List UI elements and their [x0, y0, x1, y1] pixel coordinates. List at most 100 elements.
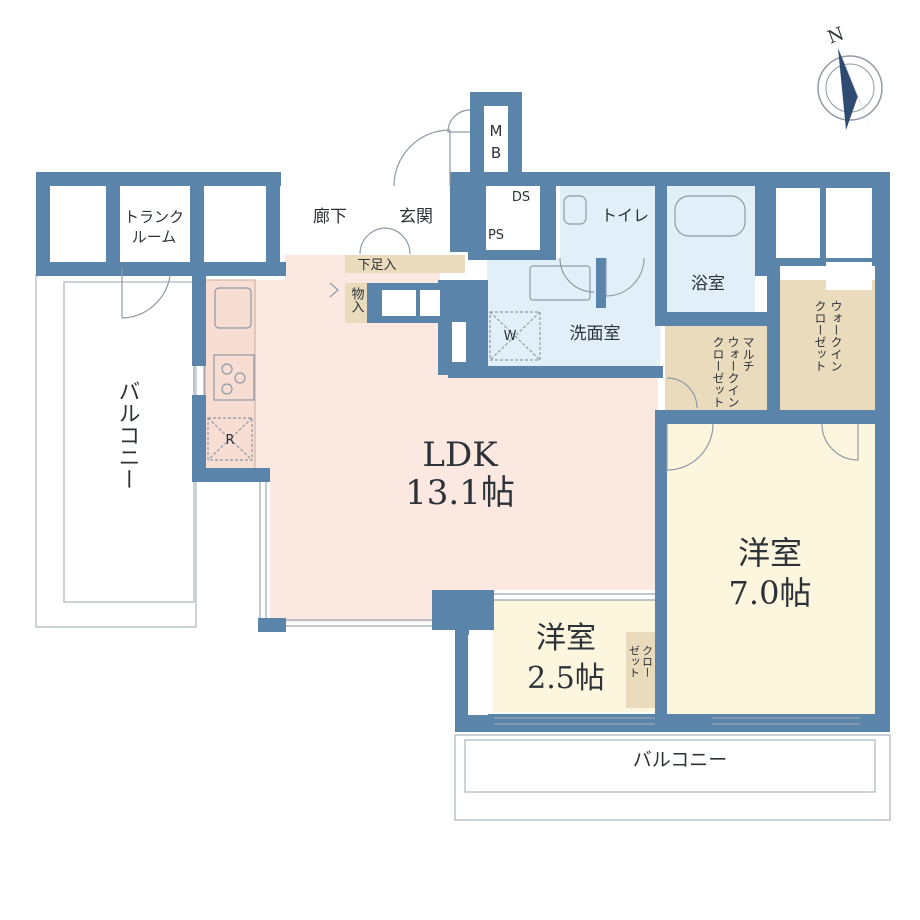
burner-3-icon	[221, 383, 233, 395]
windows	[193, 366, 860, 725]
multi-wic-label-2: ウォークイン	[726, 336, 740, 408]
wall-left-top	[36, 172, 50, 274]
burner-2-icon	[234, 372, 246, 384]
wall-mb-right	[508, 92, 522, 174]
door-toilet-swing	[559, 257, 595, 293]
western-room-small-name: 洋室	[536, 621, 596, 656]
wall-toilet-east	[655, 186, 667, 316]
western-room-small-size: 2.5帖	[527, 661, 605, 696]
void-3	[776, 188, 820, 258]
walk-in-closet-floor	[780, 280, 875, 415]
toilet-floor	[560, 186, 657, 258]
ds-label: DS	[512, 190, 530, 205]
washer-label: W	[504, 329, 517, 344]
ldk-name: LDK	[422, 435, 498, 475]
door-trunk-swing	[121, 268, 171, 319]
wall-top-left	[36, 172, 281, 186]
closet-label-2: ゼット	[628, 645, 641, 678]
bathroom-label: 浴室	[691, 274, 725, 294]
washroom-label: 洗面室	[570, 324, 621, 344]
wall-closet-divider	[767, 262, 780, 422]
stove-icon	[213, 354, 255, 401]
trunk-room-label-1: トランク	[124, 208, 184, 226]
wall-bath-south	[655, 312, 770, 326]
wall-trunk-bottom	[36, 262, 286, 276]
western-room-large-name: 洋室	[738, 534, 802, 572]
balcony-south-rail-inner	[464, 739, 876, 793]
ldk-size: 13.1帖	[405, 473, 515, 513]
wall-entrance-east	[450, 172, 486, 252]
wall-room-divider	[655, 410, 667, 730]
multi-wic-label-1: マルチ	[741, 336, 755, 372]
entrance-label: 玄関	[399, 207, 433, 227]
western-room-large-floor	[665, 422, 875, 722]
void-storage-2	[420, 290, 440, 316]
walk-in-closet-label-2: クローゼット	[813, 300, 827, 372]
shoe-storage-floor	[345, 255, 465, 273]
refrigerator-space	[207, 417, 253, 461]
walls	[36, 92, 890, 732]
void-small-room	[468, 635, 488, 715]
ldk-floor	[205, 255, 658, 622]
wall-closets-south	[655, 410, 875, 424]
bathroom-floor	[665, 186, 755, 318]
wall-washroom-mid	[596, 258, 606, 308]
hallway-label: 廊下	[313, 207, 347, 227]
door-entrance-swing	[393, 129, 451, 187]
wall-mb-top	[470, 92, 522, 106]
door-wic-swing	[821, 423, 859, 461]
void-ds	[486, 186, 538, 216]
void-1	[52, 188, 104, 258]
washer-diag-1	[489, 311, 541, 361]
storage-floor	[345, 283, 367, 323]
wall-washroom-south	[448, 366, 663, 378]
toilet-label: トイレ	[601, 206, 649, 225]
compass-needle-light-icon	[838, 48, 870, 128]
door-large-room-swing	[666, 423, 714, 471]
void-ps	[486, 218, 526, 248]
trunk-room-label-2: ルーム	[132, 228, 177, 246]
wall-ldk-west	[192, 276, 206, 366]
wall-small-room-west	[455, 590, 469, 730]
vanity-icon	[529, 265, 591, 301]
balcony-south-label: バルコニー	[633, 749, 728, 771]
mb-label-b: B	[491, 144, 501, 162]
wall-ldk-kitchen-bottom	[192, 468, 270, 482]
burner-1-icon	[221, 363, 233, 375]
doors	[121, 109, 859, 471]
washer-space	[489, 311, 541, 361]
closet-small	[626, 632, 656, 708]
wall-ldk-west-lower	[192, 395, 206, 481]
refrigerator-label: R	[225, 433, 234, 448]
door-washroom-swing	[605, 257, 645, 297]
wall-trunk-divider-1	[106, 186, 120, 266]
door-mb-swing	[447, 109, 471, 133]
closet-label-1: クロー	[641, 645, 654, 678]
wall-east	[875, 172, 890, 732]
walk-in-closet-label-1: ウォークイン	[829, 300, 843, 372]
fixtures	[207, 195, 746, 461]
bathtub-icon	[674, 195, 746, 237]
void-ldk-ne	[452, 322, 466, 362]
shoe-storage-label: 下足入	[357, 258, 396, 273]
toilet-icon	[563, 195, 587, 225]
balcony-west-label: バルコニー	[115, 380, 140, 490]
wall-ldk-west-bottom	[258, 618, 286, 632]
wall-ds-divider	[540, 186, 556, 250]
wall-trunk-divider-2	[190, 186, 204, 266]
void-storage-1	[382, 290, 416, 316]
entrance-floor	[385, 186, 450, 254]
wall-mb-left	[470, 92, 484, 174]
door-hall-swing	[359, 227, 411, 255]
room-fills	[204, 186, 875, 722]
void-hall	[282, 186, 380, 254]
multi-walk-in-closet-floor	[665, 325, 770, 415]
multi-wic-label-3: クローゼット	[711, 336, 725, 408]
compass: N	[817, 23, 883, 130]
balcony-south-rail-outer	[454, 734, 891, 821]
door-multi-wic-swing	[666, 377, 698, 409]
wall-ps-block	[468, 250, 556, 260]
wall-south	[455, 714, 890, 732]
void-mb	[484, 106, 508, 172]
